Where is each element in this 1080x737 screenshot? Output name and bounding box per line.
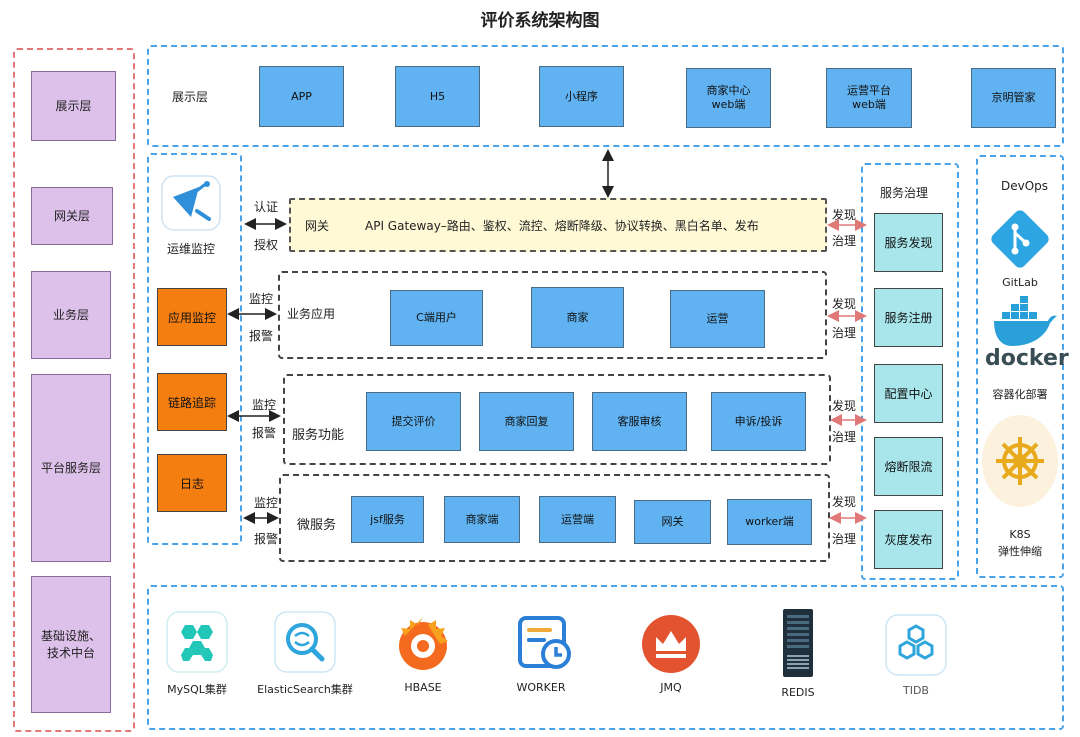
governance-panel <box>861 163 959 580</box>
micro-merchant[interactable]: 商家端 <box>444 496 520 543</box>
governance-registry[interactable]: 服务注册 <box>874 288 943 347</box>
business-row <box>278 271 827 359</box>
devops-title: DevOps <box>1001 179 1049 193</box>
k8s-caption-2: 弹性伸缩 <box>998 545 1042 558</box>
presentation-label: 展示层 <box>172 90 209 104</box>
docker-caption: 容器化部署 <box>992 388 1048 401</box>
gateway-right-top: 发现 <box>832 208 857 222</box>
magnifier-icon <box>274 611 336 673</box>
presentation-panel <box>147 45 1064 147</box>
grafana-swirl-icon <box>390 611 456 677</box>
infra-mysql: MySQL集群 <box>167 683 227 696</box>
service-cs-audit[interactable]: 客服审核 <box>592 392 687 451</box>
micro-operations[interactable]: 运营端 <box>539 496 616 543</box>
ops-panel <box>147 153 242 545</box>
microservice-label: 微服务 <box>297 518 337 533</box>
infra-redis: REDIS <box>781 686 815 699</box>
business-right-bottom: 治理 <box>832 326 857 340</box>
service-submit-review[interactable]: 提交评价 <box>366 392 461 451</box>
gateway-label: 网关 <box>305 219 330 233</box>
k8s-caption-1: K8S <box>1009 528 1031 541</box>
service-left-bottom: 报警 <box>252 426 277 440</box>
layer-presentation: 展示层 <box>31 71 116 141</box>
hexagons-icon <box>885 614 947 676</box>
infra-tidb: TIDB <box>903 684 929 697</box>
governance-circuit-breaker[interactable]: 熔断限流 <box>874 437 943 496</box>
governance-gray-release[interactable]: 灰度发布 <box>874 510 943 569</box>
layer-business: 业务层 <box>31 271 111 359</box>
infra-worker: WORKER <box>516 681 566 694</box>
service-appeal[interactable]: 申诉/投诉 <box>711 392 806 451</box>
presentation-app[interactable]: APP <box>259 66 344 127</box>
devops-panel <box>976 155 1064 578</box>
hexagon-cluster-icon <box>166 611 228 673</box>
presentation-miniprogram[interactable]: 小程序 <box>539 66 624 127</box>
presentation-merchant-web[interactable]: 商家中心 web端 <box>686 68 771 128</box>
docker-wordmark: docker <box>985 346 1069 371</box>
calendar-clock-icon <box>516 614 574 672</box>
infra-hbase: HBASE <box>404 681 442 694</box>
micro-gateway[interactable]: 网关 <box>634 500 711 544</box>
governance-discovery[interactable]: 服务发现 <box>874 213 943 272</box>
business-operations[interactable]: 运营 <box>670 290 765 348</box>
business-c-user[interactable]: C端用户 <box>390 290 483 346</box>
service-right-top: 发现 <box>832 399 857 413</box>
gitlab-caption: GitLab <box>1002 276 1038 289</box>
trace-tracking[interactable]: 链路追踪 <box>157 373 227 431</box>
micro-left-bottom: 报警 <box>254 532 279 546</box>
gateway-right-bottom: 治理 <box>832 234 857 248</box>
layer-platform: 平台服务层 <box>31 374 111 562</box>
layer-gateway: 网关层 <box>31 187 113 245</box>
micro-left-top: 监控 <box>254 496 279 510</box>
infra-elasticsearch: ElasticSearch集群 <box>257 683 353 696</box>
server-rack-icon <box>780 607 816 679</box>
infra-jmq: JMQ <box>660 681 682 694</box>
business-merchant[interactable]: 商家 <box>531 287 624 348</box>
service-merchant-reply[interactable]: 商家回复 <box>479 392 574 451</box>
service-right-bottom: 治理 <box>832 430 857 444</box>
presentation-h5[interactable]: H5 <box>395 66 480 127</box>
business-left-top: 监控 <box>249 292 274 306</box>
business-right-top: 发现 <box>832 297 857 311</box>
gateway-row <box>289 198 827 252</box>
docker-whale-icon <box>988 294 1058 348</box>
logs[interactable]: 日志 <box>157 454 227 512</box>
governance-title: 服务治理 <box>880 186 929 200</box>
business-left-bottom: 报警 <box>249 329 274 343</box>
business-label: 业务应用 <box>287 307 336 321</box>
layer-column <box>13 48 135 732</box>
crown-icon <box>640 613 702 675</box>
service-function-label: 服务功能 <box>292 428 345 443</box>
page-title: 评价系统架构图 <box>480 11 600 31</box>
app-monitor[interactable]: 应用监控 <box>157 288 227 346</box>
infra-panel <box>147 585 1064 730</box>
gateway-description: API Gateway–路由、鉴权、流控、熔断降级、协议转换、黑白名单、发布 <box>365 219 759 233</box>
micro-right-top: 发现 <box>832 495 857 509</box>
satellite-dish-icon <box>161 175 221 231</box>
helm-wheel-icon <box>978 411 1062 511</box>
gateway-left-bottom: 授权 <box>254 238 279 252</box>
git-branch-icon <box>988 207 1052 271</box>
governance-config[interactable]: 配置中心 <box>874 364 943 423</box>
gateway-left-top: 认证 <box>254 200 279 214</box>
layer-infra: 基础设施、 技术中台 <box>31 576 111 713</box>
micro-worker[interactable]: worker端 <box>727 499 812 545</box>
ops-title: 运维监控 <box>166 242 215 256</box>
service-left-top: 监控 <box>252 398 277 412</box>
micro-jsf[interactable]: jsf服务 <box>351 496 424 543</box>
presentation-jingming[interactable]: 京明管家 <box>971 68 1056 128</box>
presentation-ops-web[interactable]: 运营平台 web端 <box>826 68 912 128</box>
micro-right-bottom: 治理 <box>832 532 857 546</box>
